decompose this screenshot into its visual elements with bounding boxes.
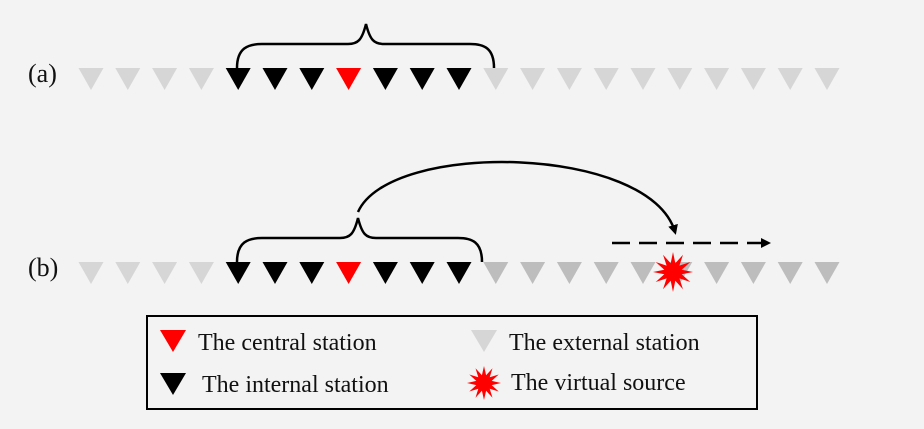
station-b-13-external_dark bbox=[520, 262, 546, 284]
legend-box bbox=[146, 315, 758, 410]
virtual-source-icon bbox=[653, 252, 693, 292]
station-b-5-internal bbox=[225, 262, 251, 284]
legend-internal-icon bbox=[160, 373, 186, 395]
station-b-2-external bbox=[115, 262, 141, 284]
station-b-11-internal bbox=[446, 262, 472, 284]
station-b-12-external_dark bbox=[483, 262, 509, 284]
legend-central-icon bbox=[160, 330, 186, 352]
station-b-14-external_dark bbox=[556, 262, 582, 284]
station-a-2-external bbox=[115, 68, 141, 90]
station-a-10-internal bbox=[409, 68, 435, 90]
station-a-7-internal bbox=[299, 68, 325, 90]
station-a-13-external bbox=[520, 68, 546, 90]
station-a-3-external bbox=[152, 68, 178, 90]
station-a-21-external bbox=[814, 68, 840, 90]
station-b-20-external_dark bbox=[777, 262, 803, 284]
station-a-9-internal bbox=[372, 68, 398, 90]
legend-external-icon bbox=[471, 330, 497, 352]
station-b-4-external bbox=[188, 262, 214, 284]
legend-source-icon bbox=[467, 366, 501, 400]
station-a-6-internal bbox=[262, 68, 288, 90]
station-a-5-internal bbox=[225, 68, 251, 90]
station-b-9-internal bbox=[372, 262, 398, 284]
station-a-20-external bbox=[777, 68, 803, 90]
station-a-1-external bbox=[78, 68, 104, 90]
station-b-18-external_dark bbox=[704, 262, 730, 284]
station-b-21-external_dark bbox=[814, 262, 840, 284]
station-b-16-external_dark bbox=[630, 262, 656, 284]
station-b-15-external_dark bbox=[593, 262, 619, 284]
station-b-19-external_dark bbox=[740, 262, 766, 284]
station-a-17-external bbox=[667, 68, 693, 90]
legend-internal-label: The internal station bbox=[202, 372, 389, 398]
row-b-stations bbox=[78, 262, 840, 284]
station-a-15-external bbox=[593, 68, 619, 90]
station-b-3-external bbox=[152, 262, 178, 284]
row-a-label: (a) bbox=[28, 59, 57, 88]
station-a-19-external bbox=[740, 68, 766, 90]
legend-external-label: The external station bbox=[509, 330, 700, 356]
station-a-8-central bbox=[336, 68, 362, 90]
station-a-18-external bbox=[704, 68, 730, 90]
station-b-10-internal bbox=[409, 262, 435, 284]
station-a-16-external bbox=[630, 68, 656, 90]
legend-central-label: The central station bbox=[198, 330, 377, 356]
row-b-label: (b) bbox=[28, 253, 58, 282]
brace-row-a bbox=[235, 23, 496, 69]
station-b-7-internal bbox=[299, 262, 325, 284]
station-b-8-central bbox=[336, 262, 362, 284]
curved-arrow bbox=[356, 160, 678, 235]
station-a-4-external bbox=[188, 68, 214, 90]
row-a-stations bbox=[78, 68, 840, 90]
legend: The central station The internal station… bbox=[146, 315, 758, 410]
station-b-6-internal bbox=[262, 262, 288, 284]
brace-row-b bbox=[235, 217, 484, 263]
station-a-11-internal bbox=[446, 68, 472, 90]
station-b-1-external bbox=[78, 262, 104, 284]
legend-source-label: The virtual source bbox=[511, 370, 686, 396]
station-a-12-external bbox=[483, 68, 509, 90]
station-a-14-external bbox=[556, 68, 582, 90]
